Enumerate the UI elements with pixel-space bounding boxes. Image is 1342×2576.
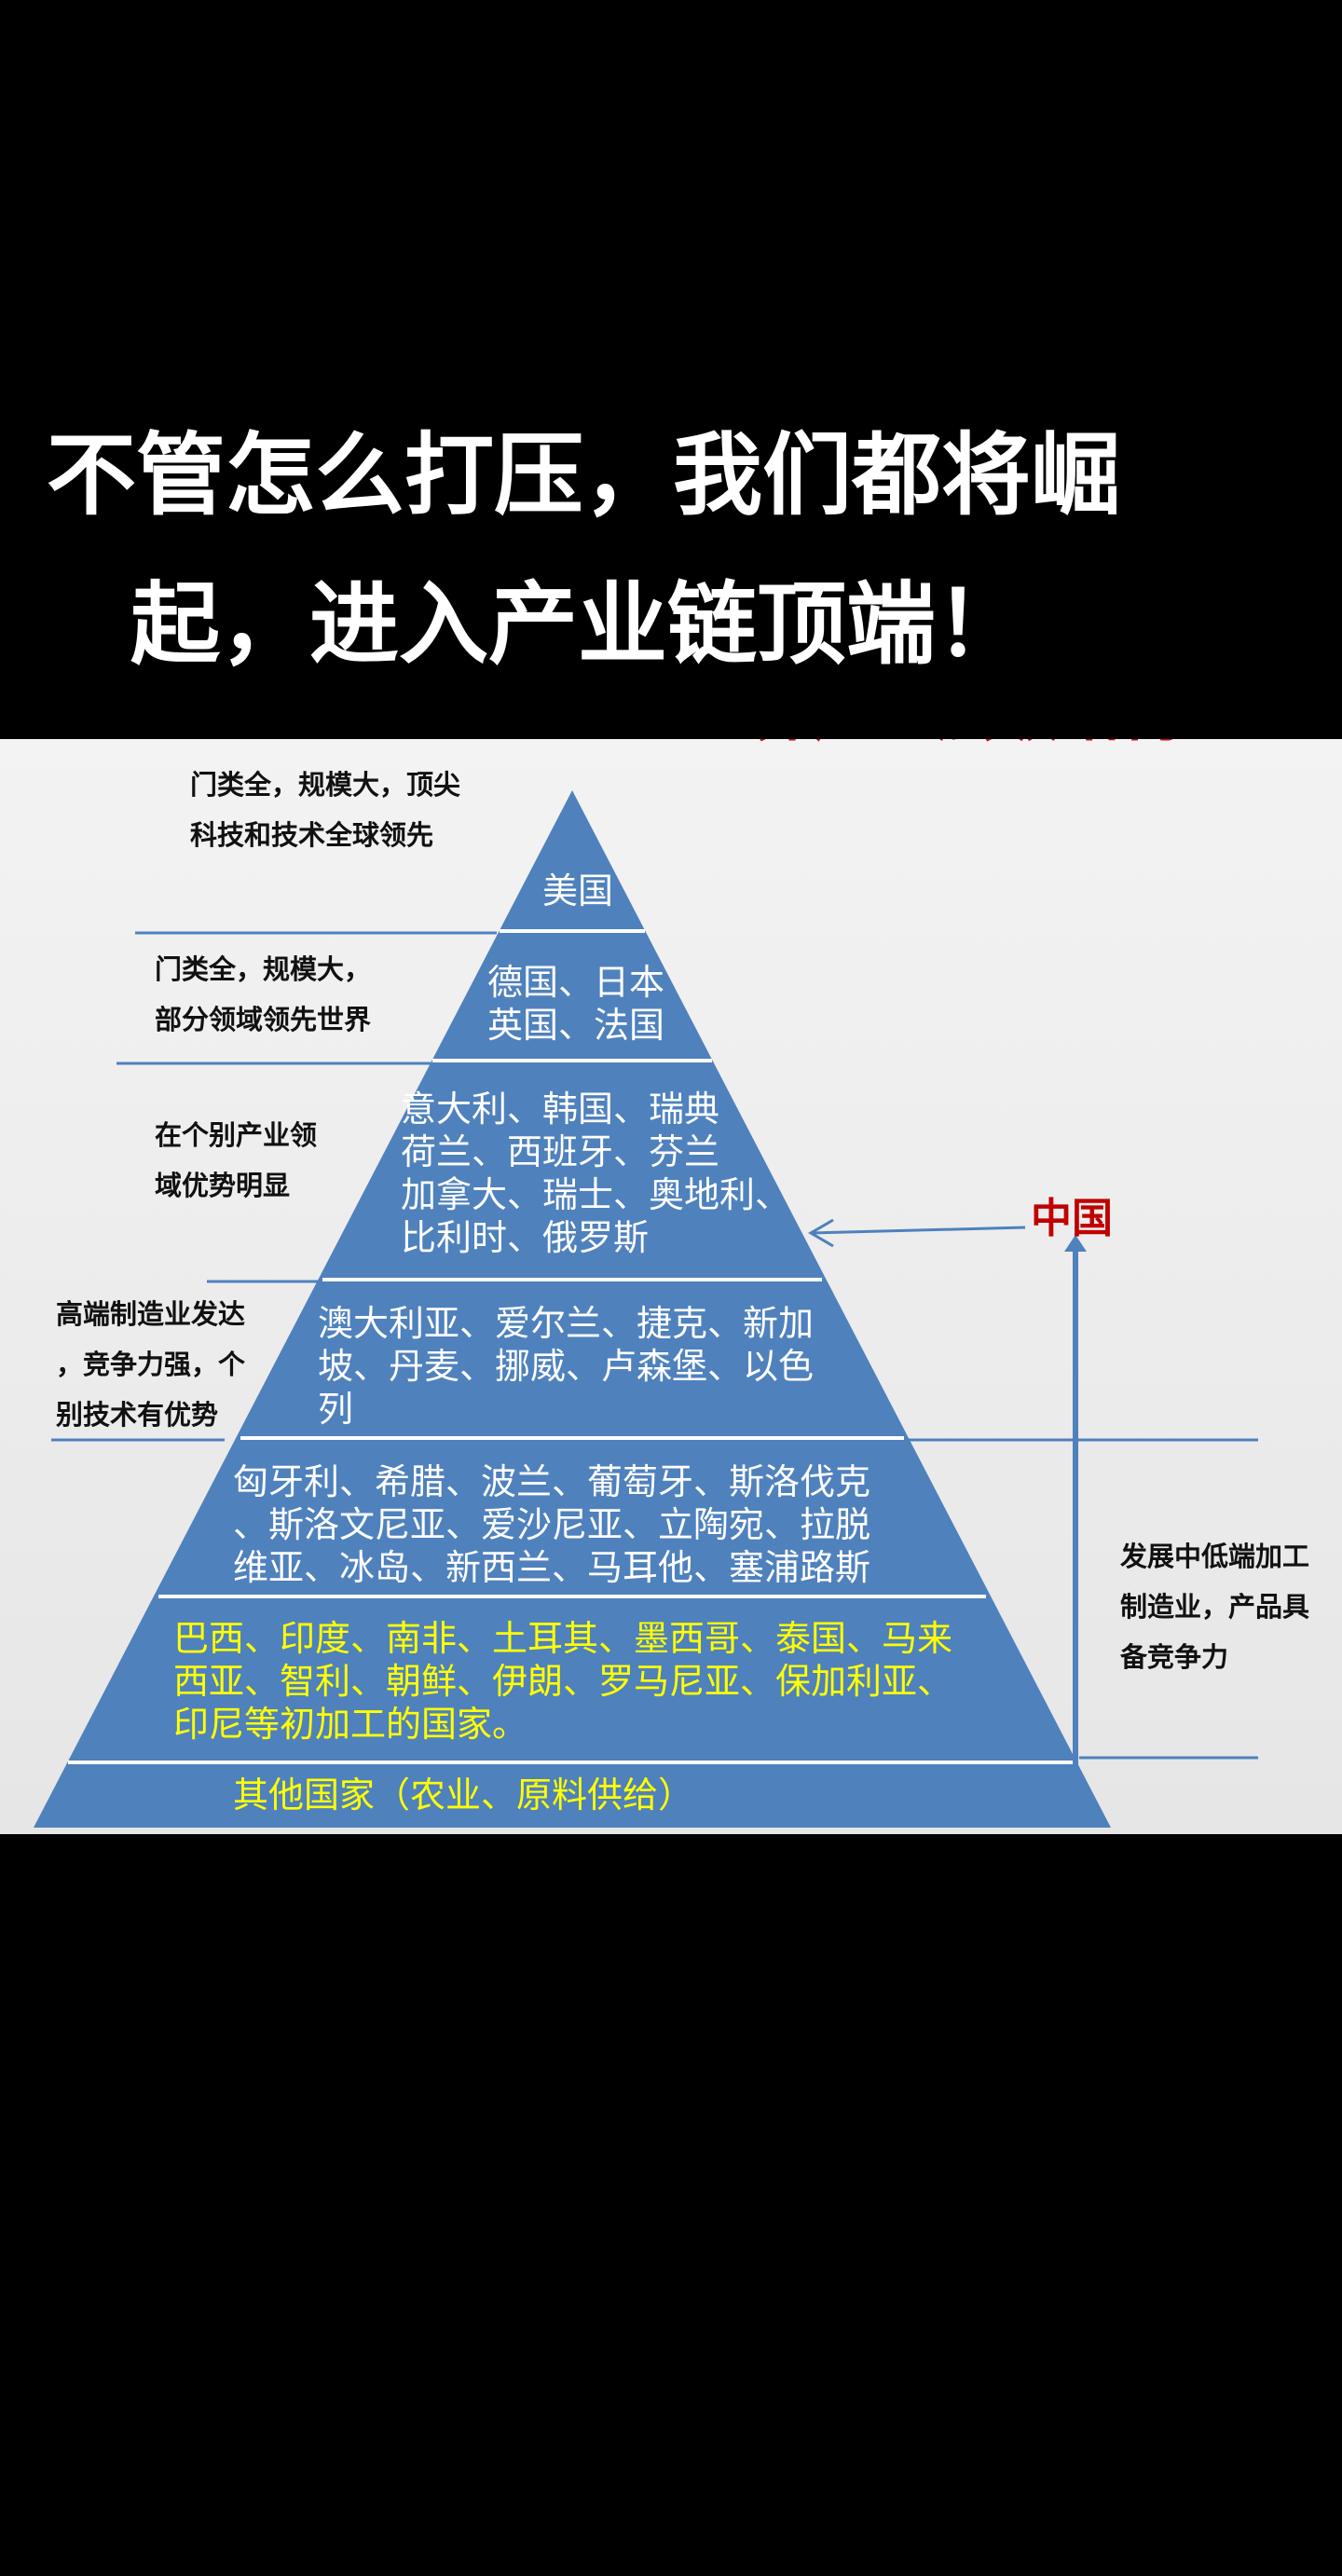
tier-6-line-3: 印尼等初加工的国家。 <box>173 1704 528 1745</box>
tier-3-text: 意大利、韩国、瑞典 荷兰、西班牙、芬兰 加拿大、瑞士、奥地利、 比利时、俄罗斯 <box>401 1088 790 1259</box>
tier-6-line-2: 西亚、智利、朝鲜、伊朗、罗马尼亚、保加利亚、 <box>173 1661 953 1702</box>
tier-4-line-1: 澳大利亚、爱尔兰、捷克、新加 <box>318 1303 815 1344</box>
tier-4-line-2: 坡、丹麦、挪威、卢森堡、以色 <box>318 1346 815 1387</box>
annotation-tier-2-line-1: 门类全，规模大， <box>155 953 372 985</box>
tier-3-line-4: 比利时、俄罗斯 <box>401 1217 650 1258</box>
china-arrow-shaft <box>812 1226 1026 1235</box>
tier-4-line-3: 列 <box>318 1389 354 1430</box>
tier-6-line-1: 巴西、印度、南非、土耳其、墨西哥、泰国、马来 <box>173 1618 953 1659</box>
china-label: 中国 <box>1031 1195 1113 1242</box>
annotation-tier-2: 门类全，规模大， 部分领域领先世界 <box>155 944 371 1045</box>
annotation-tier-4-line-3: 别技术有优势 <box>56 1399 219 1431</box>
annotation-tier-6: 发展中低端加工 制造业，产品具 备竞争力 <box>1120 1531 1309 1682</box>
caption-line-1: 不管怎么打压，我们都将崛 <box>47 423 1120 528</box>
annotation-tier-4: 高端制造业发达 ，竞争力强，个 别技术有优势 <box>56 1289 245 1440</box>
pyramid-panel: 世界产业层级结构 美国 德国、日本 英国、法国 意大利、韩国、瑞典 <box>0 739 1342 1834</box>
annotation-tier-6-line-1: 发展中低端加工 <box>1120 1541 1310 1572</box>
tier-6-text: 巴西、印度、南非、土耳其、墨西哥、泰国、马来 西亚、智利、朝鲜、伊朗、罗马尼亚、… <box>173 1617 952 1746</box>
tier-4-text: 澳大利亚、爱尔兰、捷克、新加 坡、丹麦、挪威、卢森堡、以色 列 <box>318 1302 814 1431</box>
annotation-tier-4-line-1: 高端制造业发达 <box>56 1298 246 1330</box>
tier-3-line-3: 加拿大、瑞士、奥地利、 <box>401 1174 791 1215</box>
tier-5-line-2: 、斯洛文尼亚、爱沙尼亚、立陶宛、拉脱 <box>233 1504 871 1545</box>
rise-arrow-bracket <box>1048 1250 1078 1798</box>
tier-2-text: 德国、日本 英国、法国 <box>487 961 664 1047</box>
annotation-tier-4-line-2: ，竞争力强，个 <box>56 1349 246 1380</box>
china-arrow-head <box>808 1218 834 1248</box>
annotation-tier-1: 门类全，规模大，顶尖 科技和技术全球领先 <box>190 760 460 860</box>
tier-5-text: 匈牙利、希腊、波兰、葡萄牙、斯洛伐克 、斯洛文尼亚、爱沙尼亚、立陶宛、拉脱 维亚… <box>233 1460 870 1589</box>
tier-5-line-3: 维亚、冰岛、新西兰、马耳他、塞浦路斯 <box>233 1547 871 1588</box>
annotation-tier-3: 在个别产业领 域优势明显 <box>155 1110 317 1211</box>
annotation-tier-3-line-1: 在个别产业领 <box>155 1119 318 1151</box>
tier-5-line-1: 匈牙利、希腊、波兰、葡萄牙、斯洛伐克 <box>233 1461 871 1502</box>
annotation-tier-1-line-1: 门类全，规模大，顶尖 <box>190 769 461 801</box>
annotation-tier-3-line-2: 域优势明显 <box>155 1170 291 1201</box>
tier-7-text: 其他国家（农业、原料供给） <box>233 1774 693 1816</box>
tier-1-text: 美国 <box>542 870 613 912</box>
annotation-tier-6-line-3: 备竞争力 <box>1120 1641 1229 1673</box>
annotation-tier-2-line-2: 部分领域领先世界 <box>155 1004 372 1035</box>
pyramid-body <box>34 790 1111 1828</box>
tier-7-line-1: 其他国家（农业、原料供给） <box>233 1774 694 1816</box>
rise-arrow-head <box>1064 1235 1087 1252</box>
tier-1-line-1: 美国 <box>542 870 614 911</box>
annotation-tier-6-line-2: 制造业，产品具 <box>1120 1591 1310 1623</box>
diagram-title-fragment: 世界产业层级结构 <box>690 739 1305 767</box>
tier-2-line-1: 德国、日本 <box>487 962 665 1003</box>
pyramid-diagram <box>34 790 1258 1828</box>
tier-3-line-2: 荷兰、西班牙、芬兰 <box>401 1131 720 1172</box>
tier-2-line-2: 英国、法国 <box>487 1005 665 1046</box>
tier-3-line-1: 意大利、韩国、瑞典 <box>401 1089 720 1130</box>
caption-line-2: 起，进入产业链顶端！ <box>130 572 1025 677</box>
annotation-tier-1-line-2: 科技和技术全球领先 <box>190 819 434 851</box>
